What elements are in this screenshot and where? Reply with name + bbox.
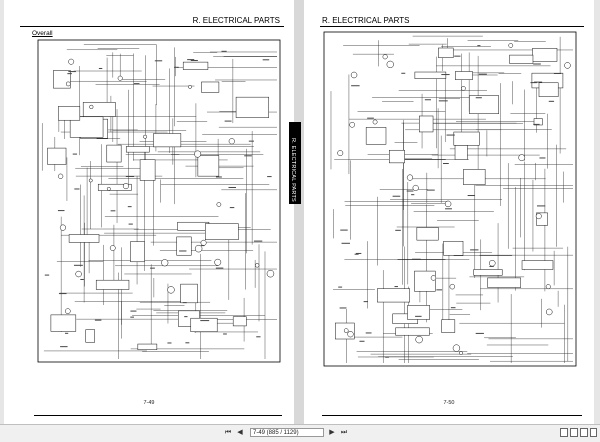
left-page-number: 7-49 bbox=[143, 400, 155, 406]
page-gutter bbox=[294, 0, 304, 424]
right-footer-line bbox=[322, 415, 582, 416]
viewer-toolbar: ⏮ ◀ 7-49 (885 / 1129) ▶ ⏭ bbox=[0, 424, 600, 442]
right-section-title: R. ELECTRICAL PARTS bbox=[322, 16, 410, 25]
fit-width-icon[interactable] bbox=[580, 428, 588, 437]
right-page-number: 7-50 bbox=[443, 400, 455, 406]
right-page: R. ELECTRICAL PARTS 7-50 bbox=[304, 0, 594, 424]
last-page-icon[interactable]: ⏭ bbox=[340, 429, 348, 436]
left-page: R. ELECTRICAL PARTS Overall 7-49 bbox=[4, 0, 294, 424]
wiring-diagram-right bbox=[323, 31, 577, 367]
next-page-icon[interactable]: ▶ bbox=[329, 429, 335, 436]
right-page-header: R. ELECTRICAL PARTS bbox=[320, 14, 584, 27]
side-tab-marker bbox=[289, 122, 301, 134]
diagram-subtitle: Overall bbox=[32, 30, 53, 37]
first-page-icon[interactable]: ⏮ bbox=[224, 429, 232, 436]
wiring-diagram-left bbox=[37, 39, 281, 363]
chapter-side-tab: R. ELECTRICAL PARTS bbox=[289, 122, 301, 204]
left-section-title: R. ELECTRICAL PARTS bbox=[192, 16, 280, 25]
page-number-input[interactable]: 7-49 (885 / 1129) bbox=[250, 428, 324, 437]
single-page-icon[interactable] bbox=[560, 428, 568, 437]
two-page-icon[interactable] bbox=[570, 428, 578, 437]
left-footer-line bbox=[34, 415, 282, 416]
left-page-header: R. ELECTRICAL PARTS bbox=[20, 14, 284, 27]
fit-page-icon[interactable] bbox=[590, 428, 597, 437]
side-tab-label: R. ELECTRICAL PARTS bbox=[290, 138, 296, 202]
previous-page-icon[interactable]: ◀ bbox=[237, 429, 243, 436]
